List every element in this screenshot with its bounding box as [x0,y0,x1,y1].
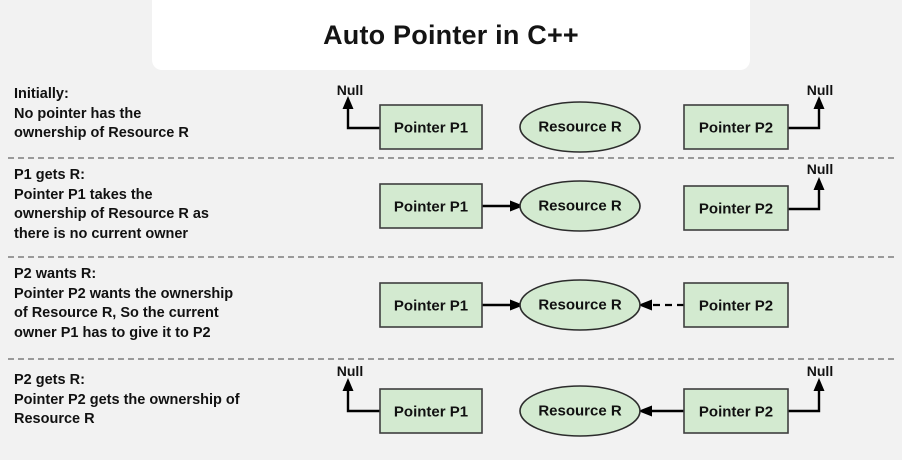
title-card: Auto Pointer in C++ [152,0,750,70]
resource-r-node: Resource R [519,180,641,232]
p2-to-resource-dashed-link [638,299,684,311]
row-caption: P1 gets R: Pointer P1 takes the ownershi… [14,167,209,242]
page-title: Auto Pointer in C++ [323,19,579,50]
pointer-p2-node: Pointer P2 [683,185,789,231]
diagram-row-p2-wants-r: P2 wants R: Pointer P2 wants the ownersh… [0,256,902,358]
p2-to-resource-link [638,405,684,417]
p2-null-label: Null [807,82,833,98]
row-separator [8,358,894,360]
pointer-p1-label: Pointer P1 [394,298,468,315]
row-caption: Initially: No pointer has the ownership … [14,86,189,141]
p1-null-label: Null [337,82,363,98]
diagram-stage: Null Pointer P1 Resource R Pointer P2 [0,157,902,256]
pointer-p2-label: Pointer P2 [699,120,773,137]
pointer-p1-node: Pointer P1 [379,388,483,434]
pointer-p1-node: Pointer P1 [379,282,483,328]
p1-null-link [342,96,380,130]
diagram-stage: Null Null Pointer P1 Resource R Pointer … [0,358,902,460]
row-caption: P2 gets R: Pointer P2 gets the ownership… [14,372,240,427]
pointer-p1-node: Pointer P1 [379,104,483,150]
pointer-p2-label: Pointer P2 [699,201,773,218]
p1-to-resource-link [482,200,524,212]
diagram-row-initially: Initially: No pointer has the ownership … [0,78,902,157]
resource-r-node: Resource R [519,279,641,331]
diagram-stage: Null Null Pointer P1 Resource R Pointer … [0,78,902,157]
p2-null-label: Null [807,363,833,379]
diagram-stage: Pointer P1 Resource R Pointer P2 [0,256,902,358]
pointer-p1-label: Pointer P1 [394,120,468,137]
pointer-p2-node: Pointer P2 [683,104,789,150]
resource-r-label: Resource R [538,198,622,215]
pointer-p2-label: Pointer P2 [699,404,773,421]
pointer-p1-node: Pointer P1 [379,183,483,229]
p2-null-link [788,96,825,130]
p1-null-label: Null [337,363,363,379]
row-caption: P2 wants R: Pointer P2 wants the ownersh… [14,266,234,341]
p1-null-link [342,378,380,413]
pointer-p1-label: Pointer P1 [394,199,468,216]
p1-to-resource-link [482,299,524,311]
resource-r-label: Resource R [538,403,622,420]
resource-r-label: Resource R [538,297,622,314]
p2-null-label: Null [807,161,833,177]
pointer-p2-node: Pointer P2 [683,282,789,328]
p2-null-link [788,177,825,211]
diagram-row-p2-gets-r: P2 gets R: Pointer P2 gets the ownership… [0,358,902,460]
diagram-row-p1-gets-r: P1 gets R: Pointer P1 takes the ownershi… [0,157,902,256]
pointer-p2-label: Pointer P2 [699,298,773,315]
resource-r-node: Resource R [519,101,641,153]
pointer-p1-label: Pointer P1 [394,404,468,421]
pointer-p2-node: Pointer P2 [683,388,789,434]
row-separator [8,157,894,159]
resource-r-node: Resource R [519,385,641,437]
p2-null-link [788,378,825,413]
resource-r-label: Resource R [538,119,622,136]
row-separator [8,256,894,258]
